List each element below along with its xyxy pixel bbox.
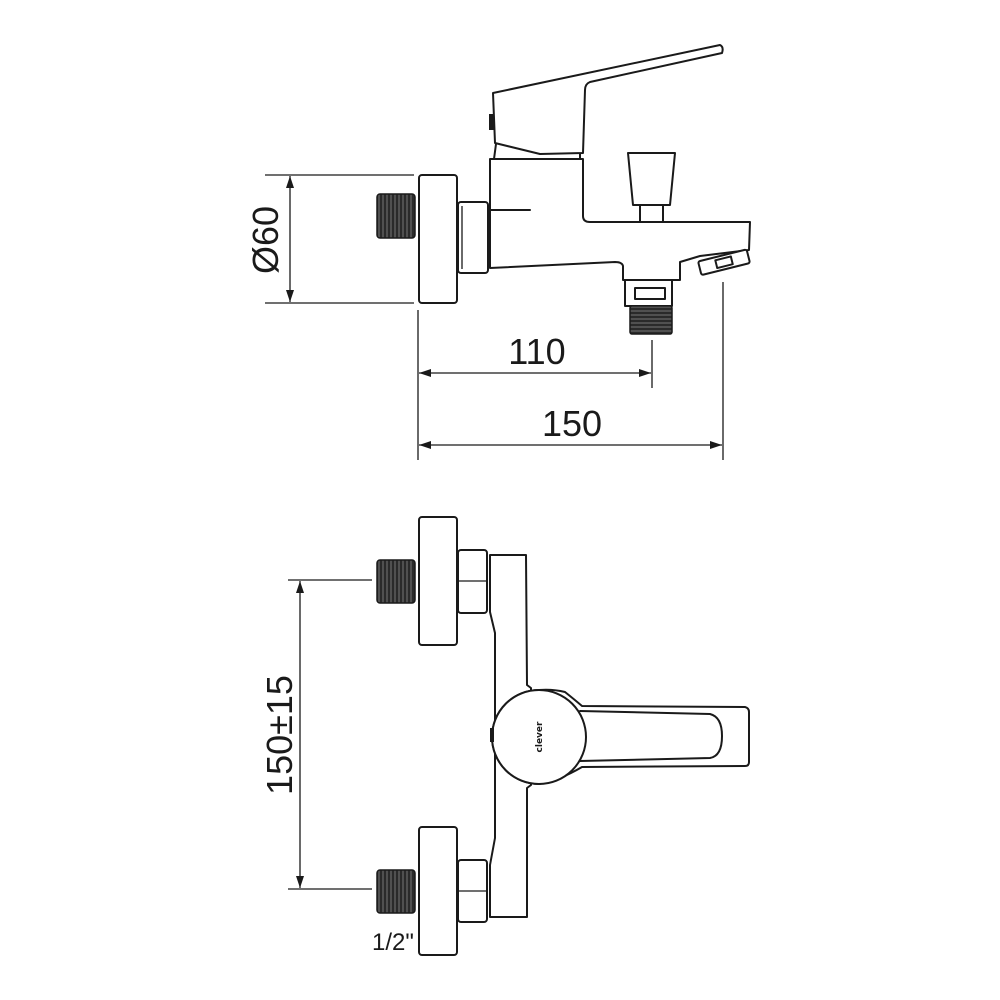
dimension-outlet-distance: 110 bbox=[417, 310, 653, 460]
aerator bbox=[697, 248, 751, 276]
lever-inner-edge bbox=[579, 710, 723, 762]
disc-button bbox=[490, 728, 494, 742]
upper-wall-flange bbox=[418, 516, 458, 646]
total-projection-label: 150 bbox=[542, 403, 602, 444]
connector-slot bbox=[634, 287, 666, 300]
dimension-inlet-spacing: 150±15 bbox=[259, 579, 372, 890]
handle-button bbox=[489, 114, 494, 130]
diverter-stem bbox=[639, 204, 664, 223]
dimension-total-projection: 150 bbox=[419, 282, 724, 460]
lower-inlet-thread bbox=[376, 869, 416, 914]
thread-size-label: 1/2" bbox=[372, 929, 414, 956]
dimension-diameter: Ø60 bbox=[245, 174, 414, 304]
hex-nut bbox=[457, 201, 489, 274]
lower-wall-flange bbox=[418, 826, 458, 956]
handle-stem bbox=[493, 143, 581, 160]
lever-handle bbox=[492, 44, 724, 155]
outlet-thread bbox=[629, 305, 673, 335]
inlet-thread bbox=[376, 193, 416, 239]
outlet-distance-label: 110 bbox=[508, 331, 565, 372]
diverter-knob bbox=[627, 152, 676, 206]
inlet-spacing-label: 150±15 bbox=[259, 675, 300, 795]
upper-inlet-thread bbox=[376, 559, 416, 604]
wall-flange bbox=[418, 174, 458, 304]
side-view: Ø60 110 150 bbox=[245, 44, 751, 460]
brand-mark: clever bbox=[535, 721, 545, 752]
diameter-label: Ø60 bbox=[245, 206, 286, 274]
front-view: clever 150±15 1/2" bbox=[259, 516, 750, 956]
mixer-body bbox=[489, 158, 751, 281]
